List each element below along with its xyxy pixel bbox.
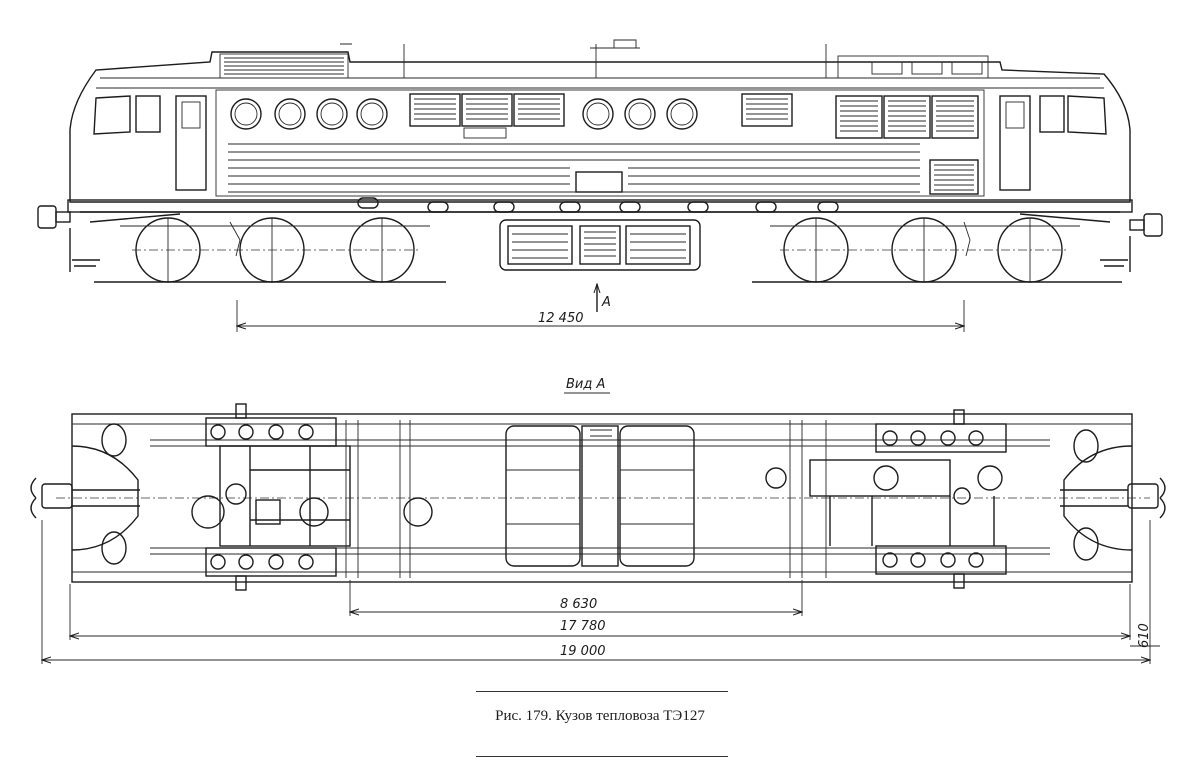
dimension-label: 12 450 (538, 311, 584, 326)
louvres (409, 93, 979, 195)
portholes (230, 98, 698, 130)
fuel-tank (499, 219, 701, 271)
caption-rule-top (476, 691, 728, 692)
dimension-label: 8 630 (560, 597, 597, 612)
body-outline (69, 51, 1131, 203)
coupler-left (30, 477, 140, 519)
bogie-right (765, 409, 1007, 589)
cab-window-right (1067, 95, 1107, 135)
plan-fuel-tank (505, 425, 695, 567)
figure-caption: Рис. 179. Кузов тепловоза ТЭ127 (495, 708, 705, 724)
buffer-left (37, 205, 100, 272)
plan-view (30, 403, 1166, 591)
buffer-right (1100, 213, 1163, 272)
side-view (37, 39, 1163, 283)
dimension-label: 19 000 (560, 644, 606, 659)
dimension-label: 17 780 (560, 619, 606, 634)
dimension-end-offset: 610 (1130, 623, 1160, 648)
dimension-overall-length: 19 000 (42, 520, 1150, 664)
svg-text:А: А (601, 295, 611, 310)
side-ribs (228, 143, 920, 193)
bogie-left (191, 403, 433, 591)
dimension-frame-length: 17 780 (70, 584, 1130, 640)
coupler-right (1060, 477, 1166, 519)
wheels (132, 217, 1068, 283)
view-a-arrow: А (597, 284, 611, 312)
view-a-label: Вид А (566, 377, 605, 392)
caption-rule-bottom (476, 756, 728, 757)
dimension-label: 610 (1137, 623, 1152, 648)
dimension-bogie-centers: 12 450 (237, 300, 964, 332)
cab-window-left (93, 95, 131, 135)
dimension-pivot-distance: 8 630 (350, 580, 802, 616)
